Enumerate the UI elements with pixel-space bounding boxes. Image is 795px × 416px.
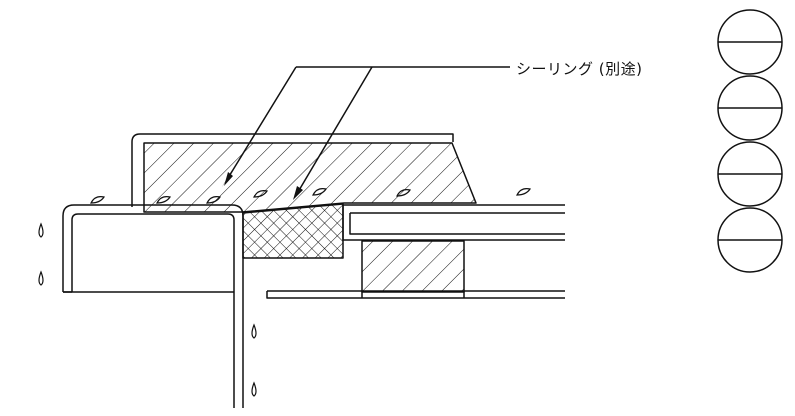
arrow-head-2 bbox=[293, 186, 303, 200]
water-droplet-icon bbox=[253, 190, 268, 198]
water-droplet-icon bbox=[90, 196, 105, 204]
water-droplet-icon bbox=[251, 381, 257, 397]
water-droplet-icon bbox=[516, 188, 531, 196]
panel-upper bbox=[342, 204, 565, 241]
flashing-cap bbox=[131, 133, 454, 207]
sealing-callout-label: シーリング (別途) bbox=[516, 60, 643, 78]
arrow-head-1b bbox=[224, 172, 233, 186]
water-droplet-icon-group bbox=[90, 188, 531, 204]
support-block bbox=[361, 240, 465, 293]
water-droplet-icon bbox=[312, 188, 327, 196]
leader-2 bbox=[297, 66, 373, 193]
water-droplet-icon bbox=[396, 189, 411, 197]
sealant-backer bbox=[242, 203, 344, 259]
base-plate bbox=[266, 290, 565, 299]
water-droplet-icon bbox=[38, 270, 44, 286]
left-frame-outer bbox=[62, 204, 244, 408]
water-droplet-icon bbox=[156, 196, 171, 204]
left-frame-inner bbox=[71, 213, 235, 408]
hatched-filler bbox=[143, 142, 477, 213]
water-droplet-icon bbox=[206, 196, 221, 204]
water-droplet-icon bbox=[251, 323, 257, 339]
leader-1 bbox=[227, 66, 297, 179]
water-droplet-icon bbox=[38, 222, 44, 238]
panel-upper-inner bbox=[349, 212, 565, 235]
